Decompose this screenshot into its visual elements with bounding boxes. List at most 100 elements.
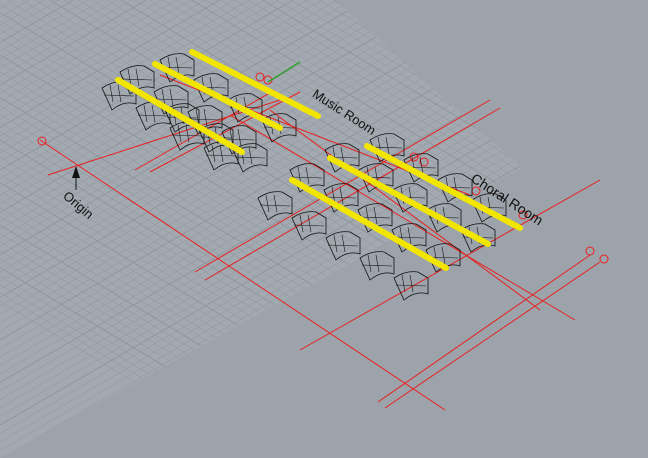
selected-seat-row: [289, 177, 449, 271]
seat-panel: [203, 141, 239, 171]
seat-mesh-line: [109, 84, 114, 103]
grid-line: [0, 29, 522, 419]
seat-mesh-line: [143, 104, 148, 123]
seat-panel: [393, 271, 429, 301]
grid-line: [0, 0, 279, 162]
grid-line: [432, 0, 522, 130]
seat-mesh-line: [375, 254, 380, 273]
seat-mesh-line: [127, 68, 132, 87]
seat-mesh-line: [339, 186, 344, 205]
seat-outline: [164, 103, 200, 133]
seat-mesh-line: [340, 146, 345, 165]
grid-line: [532, 0, 648, 70]
seat-outline: [403, 153, 439, 183]
seat-outline: [198, 123, 234, 153]
grid-line: [0, 0, 235, 137]
seat-mesh-line: [441, 246, 446, 265]
seat-mesh-line: [121, 78, 153, 81]
guide-line: [47, 99, 281, 176]
seat-mesh-line: [195, 108, 200, 127]
grid-line: [617, 0, 648, 19]
guide-line: [194, 99, 491, 273]
seat-mesh-line: [137, 114, 169, 117]
seat-mesh-line: [211, 144, 216, 163]
grid-line: [0, 6, 522, 383]
seat-mesh-line: [291, 176, 323, 179]
grid-line: [0, 37, 522, 428]
grid-line: [0, 71, 522, 458]
grid-line: [0, 0, 191, 111]
seat-outline: [291, 211, 327, 241]
seat-mesh-line: [409, 274, 414, 293]
seat-mesh-line: [297, 166, 302, 185]
seat-mesh-line: [205, 154, 237, 157]
seat-mesh-line: [395, 284, 427, 287]
grid-line: [191, 0, 522, 275]
seat-mesh-line: [169, 88, 174, 107]
grid-line: [338, 278, 522, 458]
seat-outline: [325, 231, 361, 261]
seat-outline: [460, 223, 496, 253]
seat-blocks[interactable]: [101, 49, 523, 301]
seat-mesh-line: [325, 196, 357, 199]
grid-line: [1, 82, 522, 458]
origin-arrow-icon: [72, 166, 80, 190]
seat-mesh-line: [265, 194, 270, 213]
seat-mesh-line: [393, 236, 425, 239]
target-point-icon: [419, 157, 429, 167]
seat-outline: [159, 53, 195, 83]
seat-panel: [291, 211, 327, 241]
target-point-icon: [518, 210, 528, 220]
grid-line: [92, 0, 522, 334]
seat-outline: [257, 191, 293, 221]
grid-line: [163, 0, 522, 292]
seat-mesh-line: [419, 156, 424, 175]
seat-mesh-line: [305, 166, 310, 185]
grid-line: [0, 20, 522, 411]
seat-panel: [169, 121, 205, 151]
grid-line: [0, 0, 323, 188]
grid-line: [560, 0, 648, 53]
seat-panel: [359, 251, 395, 281]
seat-outline: [227, 93, 263, 123]
grid-line: [0, 63, 522, 453]
seat-panel: [135, 101, 171, 131]
seat-outline: [135, 101, 171, 131]
seat-mesh-line: [223, 138, 255, 141]
grid-line: [0, 0, 522, 366]
grid-line: [503, 0, 522, 88]
seat-mesh-line: [248, 146, 253, 165]
seat-mesh-line: [299, 214, 304, 233]
grid-line: [603, 0, 648, 27]
seat-outline: [101, 81, 137, 111]
seat-mesh-line: [219, 144, 224, 163]
grid-line: [219, 0, 522, 258]
seat-mesh-line: [234, 156, 266, 159]
red-guide-lines: [37, 72, 609, 411]
grid-line: [0, 80, 522, 458]
target-point-icon: [599, 254, 609, 264]
grid-line: [0, 0, 15, 9]
seat-outline: [393, 271, 429, 301]
grid-line: [0, 23, 522, 400]
seat-mesh-line: [307, 214, 312, 233]
grid-line: [0, 46, 522, 436]
grid-line: [309, 261, 522, 458]
grid-line: [234, 0, 522, 249]
grid-line: [631, 0, 648, 10]
seat-mesh-line: [135, 68, 140, 87]
seat-outline: [232, 143, 268, 173]
seat-outline: [358, 163, 394, 193]
grid-line: [460, 0, 522, 113]
seat-outline: [392, 183, 428, 213]
grid-line: [0, 0, 176, 103]
y-axis-indicator: [267, 61, 301, 83]
grid-line: [0, 0, 45, 26]
grid-line: [0, 0, 30, 18]
grid-line: [149, 0, 522, 300]
seat-outline: [437, 173, 473, 203]
seat-outline: [261, 113, 297, 143]
